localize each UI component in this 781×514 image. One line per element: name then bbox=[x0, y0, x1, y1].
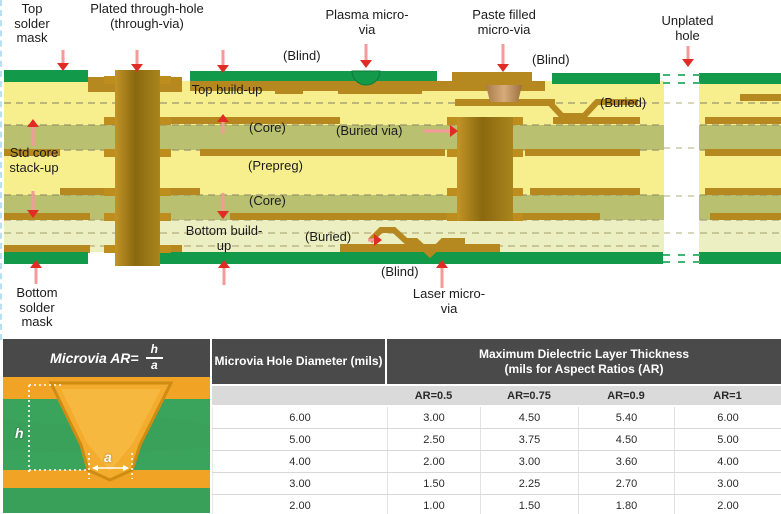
arrow-laser-via bbox=[435, 260, 449, 288]
table-row: 6.00 3.00 4.50 5.40 6.00 bbox=[212, 407, 781, 429]
cell-value: 4.50 bbox=[480, 407, 578, 428]
arrow-top-solder-mask bbox=[56, 50, 70, 71]
arrow-paste-via bbox=[496, 44, 510, 72]
buried-and-laser-trace-bottom bbox=[367, 227, 465, 259]
label-top-solder-mask: Top solder mask bbox=[14, 1, 50, 46]
cell-value: 3.75 bbox=[480, 429, 578, 450]
arrow-top-build-up bbox=[216, 114, 230, 134]
solder-mask-layers bbox=[4, 70, 781, 264]
cell-value: 5.00 bbox=[674, 429, 781, 450]
label-bottom-solder-mask: Bottom solder mask bbox=[16, 285, 58, 330]
cell-diameter: 4.00 bbox=[212, 451, 387, 472]
label-blind-plasma: (Blind) bbox=[283, 48, 321, 63]
microvia-ar-formula: Microvia AR= h a bbox=[3, 339, 210, 377]
arrow-std-core-top bbox=[26, 119, 40, 146]
label-core-top: (Core) bbox=[249, 120, 286, 135]
label-plated-through-hole: Plated through-hole (through-via) bbox=[90, 1, 204, 31]
cell-value: 2.00 bbox=[674, 495, 781, 514]
arrow-through-hole bbox=[130, 50, 144, 72]
microvia-aspect-ratio-table: Microvia Hole Diameter (mils) Maximum Di… bbox=[212, 339, 781, 514]
table-row: 3.00 1.50 2.25 2.70 3.00 bbox=[212, 473, 781, 495]
cell-value: 2.00 bbox=[387, 451, 480, 472]
label-std-core-stack-up: Std core stack-up bbox=[9, 145, 59, 175]
subheader-ar-0.5: AR=0.5 bbox=[414, 389, 453, 402]
arrow-buried-via bbox=[424, 125, 458, 137]
label-laser-micro-via: Laser micro-via bbox=[412, 286, 486, 316]
table-header-row: Microvia Hole Diameter (mils) Maximum Di… bbox=[212, 339, 781, 384]
cell-value: 3.60 bbox=[578, 451, 674, 472]
header-max-dielectric-line1: Maximum Dielectric Layer Thickness bbox=[478, 346, 690, 361]
cell-value: 1.50 bbox=[480, 495, 578, 514]
table-row: 2.00 1.00 1.50 1.80 2.00 bbox=[212, 495, 781, 514]
label-buried-via: (Buried via) bbox=[336, 123, 403, 138]
paste-filled-micro-via-shape bbox=[455, 85, 555, 106]
label-paste-filled-via: Paste filled micro-via bbox=[472, 7, 536, 37]
subheader-ar-1: AR=1 bbox=[713, 389, 742, 402]
cell-value: 6.00 bbox=[674, 407, 781, 428]
left-edge-crop-dashes bbox=[0, 0, 2, 340]
cell-value: 2.50 bbox=[387, 429, 480, 450]
cell-diameter: 6.00 bbox=[212, 407, 387, 428]
cell-value: 4.50 bbox=[578, 429, 674, 450]
plated-through-hole-shape bbox=[104, 70, 171, 266]
cell-value: 2.25 bbox=[480, 473, 578, 494]
label-unplated-hole: Unplated hole bbox=[661, 13, 714, 43]
cell-value: 1.00 bbox=[387, 495, 480, 514]
cell-diameter: 5.00 bbox=[212, 429, 387, 450]
header-max-dielectric: Maximum Dielectric Layer Thickness (mils… bbox=[387, 339, 781, 384]
arrow-bottom-build-up-2 bbox=[217, 260, 231, 285]
table-row: 4.00 2.00 3.00 3.60 4.00 bbox=[212, 451, 781, 473]
label-prepreg: (Prepreg) bbox=[248, 158, 303, 173]
cell-diameter: 3.00 bbox=[212, 473, 387, 494]
subheader-ar-0.9: AR=0.9 bbox=[607, 389, 645, 402]
unplated-hole-shape bbox=[663, 68, 700, 266]
label-blind-paste: (Blind) bbox=[532, 52, 570, 67]
table-row: 5.00 2.50 3.75 4.50 5.00 bbox=[212, 429, 781, 451]
plasma-micro-via-shape bbox=[351, 70, 381, 86]
formula-numerator: h bbox=[145, 342, 163, 359]
cell-value: 1.80 bbox=[578, 495, 674, 514]
microvia-cross-section-photo bbox=[3, 377, 210, 513]
buried-trace-top-right bbox=[546, 99, 638, 119]
dimension-h-label: h bbox=[15, 425, 24, 441]
label-core-bottom: (Core) bbox=[249, 193, 286, 208]
arrow-bottom-solder-mask bbox=[29, 260, 43, 284]
cell-value: 3.00 bbox=[387, 407, 480, 428]
label-blind-bottom: (Blind) bbox=[381, 264, 419, 279]
label-top-build-up: Top build-up bbox=[191, 82, 263, 97]
subheader-spacer bbox=[212, 386, 387, 405]
arrow-plasma-via bbox=[359, 44, 373, 68]
dimension-a-label: a bbox=[104, 449, 112, 465]
arrow-top-copper bbox=[216, 50, 230, 73]
label-plasma-micro-via: Plasma micro-via bbox=[325, 7, 409, 37]
label-buried-bottom: (Buried) bbox=[305, 229, 352, 244]
cell-value: 3.00 bbox=[480, 451, 578, 472]
table-subheader-row: AR=0.5 AR=0.75 AR=0.9 AR=1 bbox=[212, 386, 781, 405]
pcb-cross-section-drawing bbox=[4, 68, 781, 266]
cell-diameter: 2.00 bbox=[212, 495, 387, 514]
cell-value: 3.00 bbox=[674, 473, 781, 494]
arrow-buried-bottom bbox=[368, 234, 382, 246]
header-hole-diameter: Microvia Hole Diameter (mils) bbox=[212, 339, 387, 384]
buried-via-shape bbox=[447, 117, 523, 221]
arrow-bottom-build-up bbox=[216, 193, 230, 219]
formula-fraction: h a bbox=[145, 342, 163, 373]
table-body: 6.00 3.00 4.50 5.40 6.00 5.00 2.50 3.75 … bbox=[212, 407, 781, 514]
arrow-std-core-bottom bbox=[26, 191, 40, 218]
microvia-ar-panel: Microvia AR= h a bbox=[3, 339, 210, 513]
arrow-unplated-hole bbox=[681, 46, 695, 67]
cell-value: 4.00 bbox=[674, 451, 781, 472]
cell-value: 1.50 bbox=[387, 473, 480, 494]
cell-value: 2.70 bbox=[578, 473, 674, 494]
subheader-ar-0.75: AR=0.75 bbox=[507, 389, 551, 402]
formula-denominator: a bbox=[150, 358, 158, 372]
label-bottom-build-up: Bottom build-up bbox=[185, 223, 263, 253]
cell-value: 5.40 bbox=[578, 407, 674, 428]
formula-prefix: Microvia AR= bbox=[50, 350, 139, 366]
label-buried-top: (Buried) bbox=[600, 95, 647, 110]
header-max-dielectric-line2: (mils for Aspect Ratios (AR) bbox=[504, 361, 664, 376]
